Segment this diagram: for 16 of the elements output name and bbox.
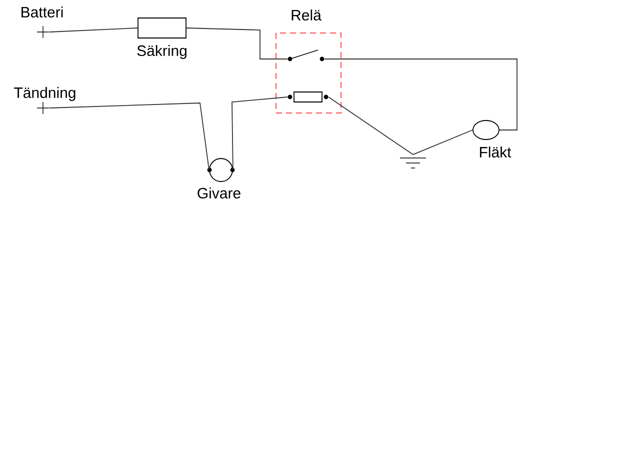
- wire: [186, 28, 288, 60]
- component-label: Relä: [292, 10, 322, 20]
- wire: [49, 102, 210, 170]
- relay-coil: [288, 92, 328, 102]
- switch-symbol: [288, 50, 324, 62]
- component-label: Givare: [198, 188, 240, 198]
- component-label: Fläkt: [480, 146, 512, 158]
- component-label: Säkring: [137, 45, 186, 59]
- ground-symbol: [400, 158, 426, 168]
- wire: [328, 96, 414, 155]
- wire: [412, 130, 473, 155]
- component-label: Batteri: [22, 6, 63, 18]
- wire: [324, 58, 518, 130]
- component-label: Tändning: [14, 87, 76, 101]
- wire: [49, 28, 138, 32]
- wire: [232, 96, 288, 170]
